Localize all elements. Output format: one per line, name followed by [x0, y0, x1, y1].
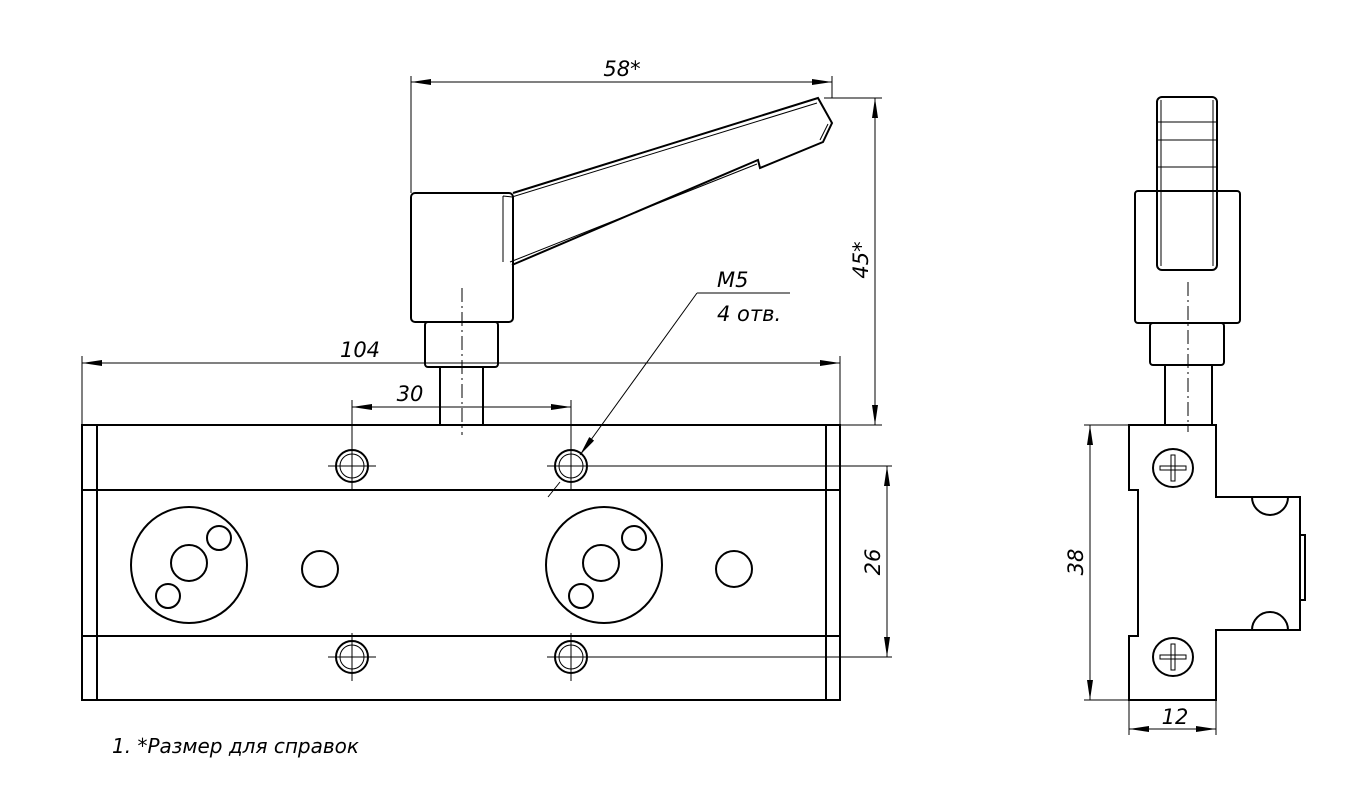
clamping-lever [410, 96, 834, 435]
dimension-12: 12 [1128, 700, 1217, 735]
side-tab [1299, 534, 1306, 601]
rotary-disc-left [130, 506, 248, 624]
m5-hole [328, 633, 376, 681]
dim-label: 45* [849, 241, 873, 278]
rotary-disc-right [545, 506, 663, 624]
dim-label: 12 [1162, 705, 1189, 729]
lever-arm [511, 96, 834, 266]
m5-holes [328, 442, 595, 681]
side-body [1128, 424, 1301, 701]
reference-note: 1. *Размер для справок [112, 734, 359, 758]
dimension-58: 58* [410, 57, 833, 193]
dim-label: 38 [1064, 549, 1088, 576]
dimension-26: 26 [587, 465, 892, 658]
base-plate [81, 424, 841, 701]
lever-hub [410, 192, 514, 323]
dimension-30: 30 [351, 382, 572, 450]
dimension-45: 45* [824, 97, 882, 426]
front-view [81, 96, 841, 701]
dim-label: 26 [861, 549, 885, 576]
side-view [1128, 96, 1306, 701]
port-hole-right [715, 550, 753, 588]
side-neck [1149, 322, 1225, 366]
side-lever [1156, 96, 1218, 271]
port-hole-left [301, 550, 339, 588]
callout-thread: M5 [717, 268, 748, 292]
screw-head [1152, 637, 1194, 677]
screw-head [1152, 448, 1194, 488]
dim-label: 30 [397, 382, 424, 406]
dim-label: 58* [603, 57, 640, 81]
side-hub [1134, 190, 1241, 324]
m5-callout: M5 4 отв. [547, 268, 790, 498]
dim-label: 104 [340, 338, 380, 362]
dimension-104: 104 [81, 338, 841, 425]
dimension-38: 38 [1064, 424, 1129, 701]
callout-count: 4 отв. [717, 302, 781, 326]
